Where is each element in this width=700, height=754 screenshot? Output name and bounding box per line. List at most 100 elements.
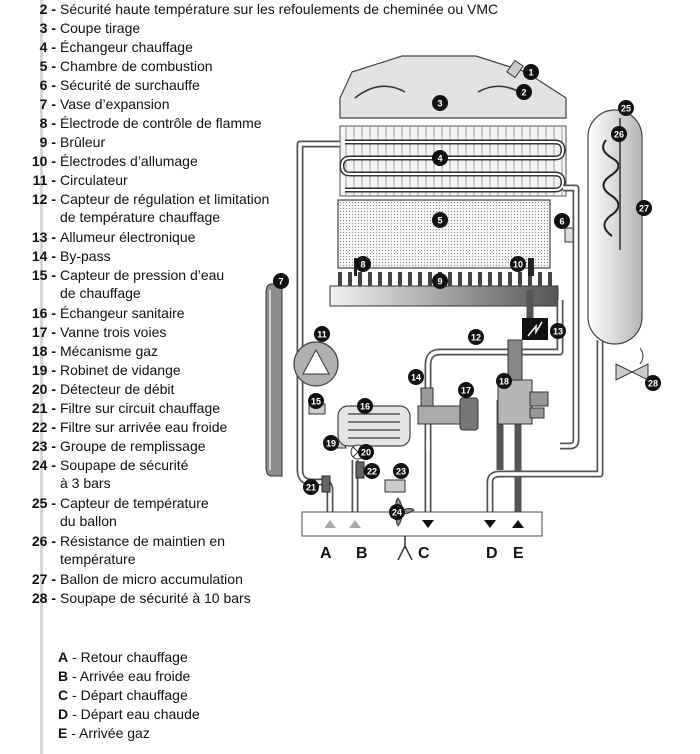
three-way-valve-actuator bbox=[459, 397, 479, 431]
callout-9: 9 bbox=[432, 273, 448, 289]
svg-text:28: 28 bbox=[648, 379, 658, 389]
svg-text:24: 24 bbox=[392, 508, 402, 518]
igniter-spark-icon bbox=[527, 321, 543, 337]
callout-20: 20 bbox=[358, 444, 374, 460]
legend-item-2: 2 -Sécurité haute température sur les re… bbox=[39, 1, 499, 17]
connection-item-a: A - Retour chauffage bbox=[58, 649, 188, 665]
svg-text:4: 4 bbox=[437, 154, 442, 164]
legend-item-21: 21 -Filtre sur circuit chauffage bbox=[31, 400, 221, 416]
callout-17: 17 bbox=[458, 382, 474, 398]
callout-23: 23 bbox=[393, 463, 409, 479]
svg-text:14: 14 bbox=[411, 373, 421, 383]
legend-item-6: 6 -Sécurité de surchauffe bbox=[39, 77, 200, 93]
maintenance-heating-resistance bbox=[602, 139, 620, 237]
legend-item-23: 23 -Groupe de remplissage bbox=[31, 438, 206, 454]
callout-6: 6 bbox=[554, 213, 570, 229]
svg-text:20: 20 bbox=[361, 448, 371, 458]
heat-exchanger bbox=[339, 125, 567, 197]
svg-text:15: 15 bbox=[311, 397, 321, 407]
legend-item-5: 5 -Chambre de combustion bbox=[39, 58, 213, 74]
legend-item-14: 14 -By-pass bbox=[31, 248, 111, 264]
svg-text:5: 5 bbox=[437, 216, 442, 226]
burner bbox=[329, 272, 559, 307]
port-b-arrow bbox=[349, 520, 361, 528]
svg-text:6: 6 bbox=[559, 217, 564, 227]
svg-text:17: 17 bbox=[461, 386, 471, 396]
connection-item-c: C - Départ chauffage bbox=[58, 687, 188, 703]
callout-8: 8 bbox=[355, 256, 371, 272]
connection-item-e: E - Arrivée gaz bbox=[58, 725, 150, 741]
callout-26: 26 bbox=[611, 126, 627, 142]
svg-text:2: 2 bbox=[521, 88, 526, 98]
left-margin-bar bbox=[40, 0, 43, 754]
svg-text:22: 22 bbox=[367, 467, 377, 477]
legend-item-17: 17 -Vanne trois voies bbox=[31, 324, 167, 340]
callout-14: 14 bbox=[408, 369, 424, 385]
legend-item-18: 18 -Mécanisme gaz bbox=[31, 343, 159, 359]
combustion-chamber bbox=[337, 199, 551, 269]
heating-filter bbox=[321, 475, 331, 493]
callout-10: 10 bbox=[510, 256, 526, 272]
callout-16: 16 bbox=[357, 398, 373, 414]
callout-27: 27 bbox=[636, 200, 652, 216]
dhw-exchanger bbox=[337, 405, 411, 447]
svg-text:8: 8 bbox=[360, 260, 365, 270]
svg-text:18: 18 bbox=[499, 377, 509, 387]
callout-4: 4 bbox=[432, 150, 448, 166]
svg-text:9: 9 bbox=[437, 277, 442, 287]
legend-item-3: 3 -Coupe tirage bbox=[39, 20, 141, 36]
legend-item-11: 11 -Circulateur bbox=[32, 172, 128, 188]
legend-item-20: 20 -Détecteur de débit bbox=[31, 381, 175, 397]
port-label-a: A bbox=[320, 545, 332, 562]
safety-valve-10-bars bbox=[615, 363, 649, 381]
callout-24: 24 bbox=[389, 504, 405, 520]
legend-item-28: 28 -Soupape de sécurité à 10 bars bbox=[31, 590, 251, 606]
callout-7: 7 bbox=[273, 273, 289, 289]
svg-text:26: 26 bbox=[614, 130, 624, 140]
draft-hood-deflector-left bbox=[354, 85, 406, 99]
callout-5: 5 bbox=[432, 212, 448, 228]
svg-text:21: 21 bbox=[306, 483, 316, 493]
legend-item-22: 22 -Filtre sur arrivée eau froide bbox=[31, 419, 228, 435]
safety-valve-3-bars-outlet bbox=[397, 536, 413, 561]
callout-28: 28 bbox=[645, 375, 661, 391]
legend-item-7: 7 -Vase d’expansion bbox=[39, 96, 170, 112]
svg-text:1: 1 bbox=[528, 68, 533, 78]
port-c-arrow bbox=[422, 520, 434, 528]
callout-22: 22 bbox=[364, 463, 380, 479]
micro-accumulation-tank bbox=[587, 109, 643, 345]
expansion-vessel bbox=[265, 283, 283, 477]
cold-water-filter bbox=[355, 461, 365, 479]
callout-11: 11 bbox=[314, 326, 330, 342]
callout-25: 25 bbox=[618, 100, 634, 116]
port-label-b: B bbox=[356, 545, 368, 562]
callout-19: 19 bbox=[323, 435, 339, 451]
callout-1: 1 bbox=[523, 64, 539, 80]
callout-18: 18 bbox=[496, 373, 512, 389]
svg-text:7: 7 bbox=[278, 277, 283, 287]
legend-item-9: 9 -Brûleur bbox=[39, 134, 106, 150]
flue-safety-sensor bbox=[506, 59, 524, 79]
svg-text:16: 16 bbox=[360, 402, 370, 412]
svg-text:13: 13 bbox=[553, 327, 563, 337]
filling-group bbox=[384, 479, 406, 493]
port-e-arrow bbox=[512, 520, 524, 528]
svg-text:19: 19 bbox=[326, 439, 336, 449]
three-way-valve-body bbox=[417, 405, 463, 425]
svg-text:23: 23 bbox=[396, 467, 406, 477]
port-label-c: C bbox=[418, 545, 430, 562]
ignition-electrodes bbox=[528, 258, 534, 276]
port-label-d: D bbox=[486, 545, 498, 562]
legend-item-10: 10 -Électrodes d’allumage bbox=[31, 153, 198, 169]
callout-3: 3 bbox=[432, 95, 448, 111]
legend-item-8: 8 -Électrode de contrôle de flamme bbox=[39, 115, 262, 131]
svg-text:11: 11 bbox=[317, 330, 327, 340]
overheat-safety-device bbox=[564, 227, 574, 243]
port-label-e: E bbox=[513, 545, 524, 562]
port-d-arrow bbox=[484, 520, 496, 528]
